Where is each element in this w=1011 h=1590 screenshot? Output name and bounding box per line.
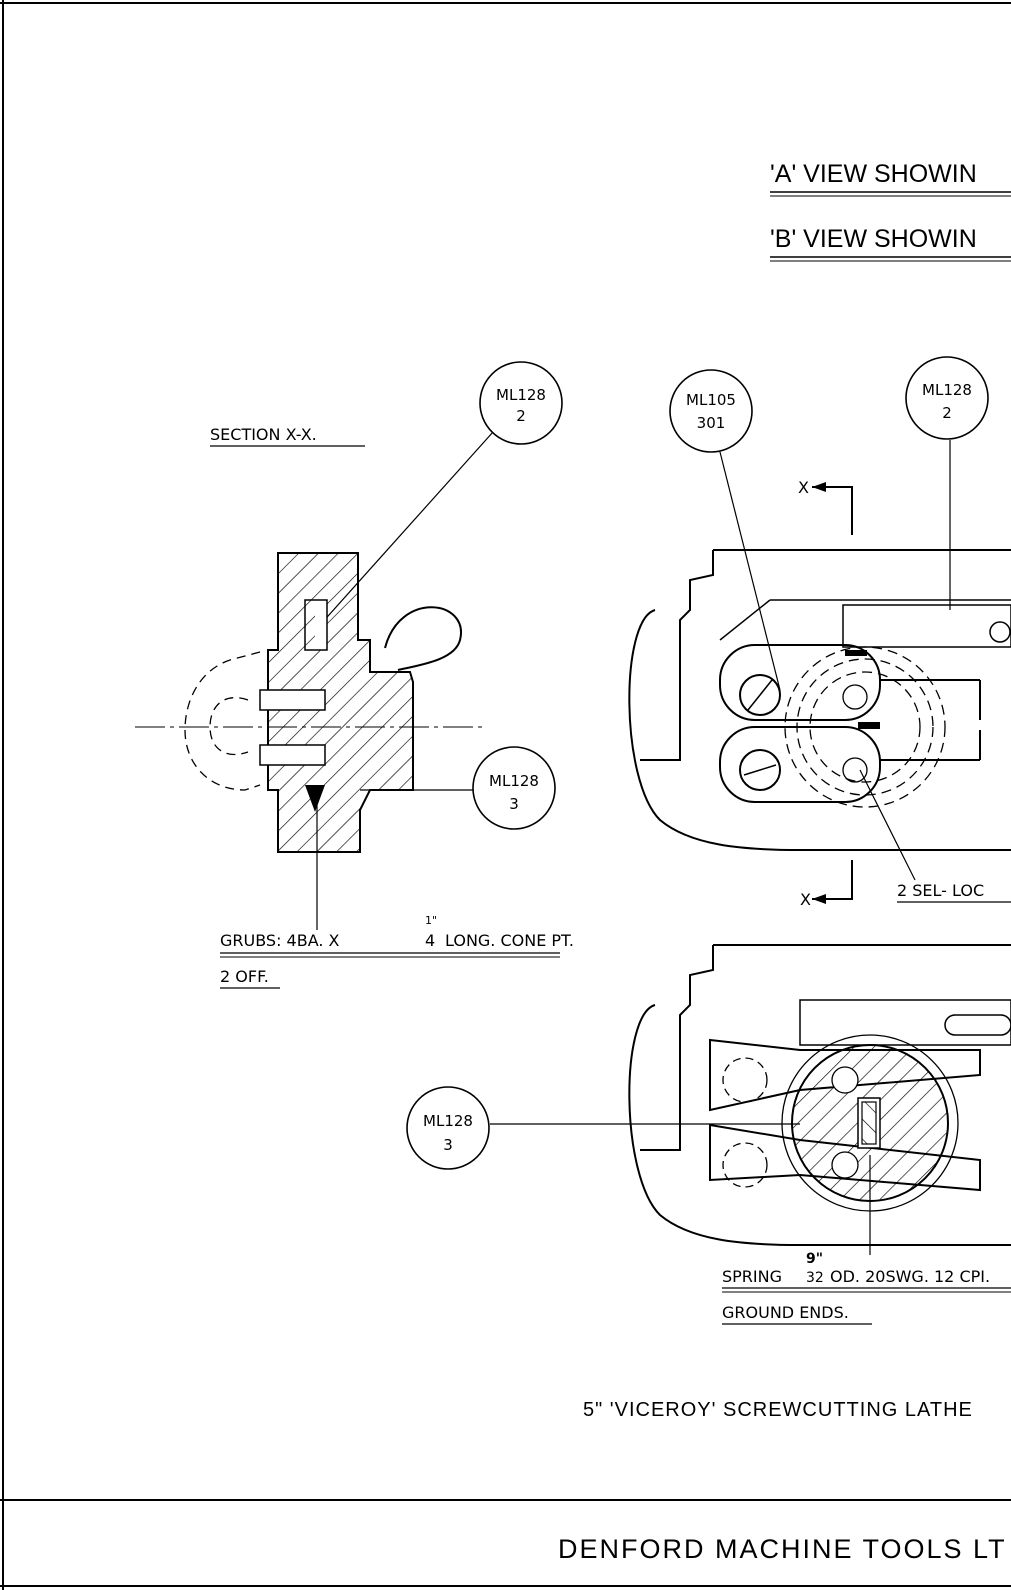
sel-loc-note: 2 SEL- LOC <box>897 881 984 900</box>
svg-text:X: X <box>798 478 809 497</box>
svg-text:GROUND ENDS.: GROUND ENDS. <box>722 1303 849 1322</box>
balloon-ml105-301: ML105 301 <box>669 369 753 453</box>
svg-text:GRUBS: 4BA. X: GRUBS: 4BA. X <box>220 931 340 950</box>
svg-text:1": 1" <box>425 914 437 927</box>
svg-text:SPRING: SPRING <box>722 1267 782 1286</box>
view-a-heading: 'A' VIEW SHOWIN <box>770 160 977 188</box>
svg-text:3: 3 <box>509 795 519 813</box>
section-title: SECTION X-X. <box>210 425 317 444</box>
svg-text:2: 2 <box>942 404 952 422</box>
balloon-ml128-3-view-b: ML128 3 <box>406 1086 490 1170</box>
grubs-note: GRUBS: 4BA. X 1" 4 LONG. CONE PT. 2 OFF. <box>220 914 574 989</box>
company-name: DENFORD MACHINE TOOLS LT <box>558 1534 1007 1564</box>
svg-text:2 OFF.: 2 OFF. <box>220 967 269 986</box>
svg-text:301: 301 <box>697 414 726 432</box>
balloon-ml128-3-section: ML128 3 <box>472 746 556 830</box>
section-x-x-drawing <box>135 552 485 853</box>
svg-text:ML105: ML105 <box>686 391 736 409</box>
svg-text:9": 9" <box>806 1251 823 1267</box>
view-headings: 'A' VIEW SHOWIN 'B' VIEW SHOWIN <box>770 160 1011 262</box>
svg-text:ML128: ML128 <box>496 386 546 404</box>
drawing-title: 5" 'VICEROY' SCREWCUTTING LATHE <box>583 1399 973 1421</box>
svg-text:4: 4 <box>425 931 435 950</box>
section-marks: X X <box>798 478 853 909</box>
view-a-drawing <box>628 549 1011 851</box>
svg-text:2: 2 <box>516 407 526 425</box>
spring-note: 9" SPRING 32 OD. 20SWG. 12 CPI. GROUND E… <box>722 1251 1011 1325</box>
view-b-heading: 'B' VIEW SHOWIN <box>770 225 977 253</box>
svg-text:ML128: ML128 <box>489 772 539 790</box>
balloon-ml128-2-left: ML128 2 <box>479 361 563 445</box>
svg-text:LONG. CONE PT.: LONG. CONE PT. <box>445 931 574 950</box>
svg-text:OD. 20SWG. 12 CPI.: OD. 20SWG. 12 CPI. <box>830 1267 990 1286</box>
balloon-ml128-2-right: ML128 2 <box>905 356 989 440</box>
svg-text:ML128: ML128 <box>922 381 972 399</box>
svg-text:32: 32 <box>806 1270 824 1286</box>
view-b-drawing <box>628 944 1011 1246</box>
svg-text:ML128: ML128 <box>423 1112 473 1130</box>
svg-text:3: 3 <box>443 1136 453 1154</box>
svg-text:X: X <box>800 890 811 909</box>
